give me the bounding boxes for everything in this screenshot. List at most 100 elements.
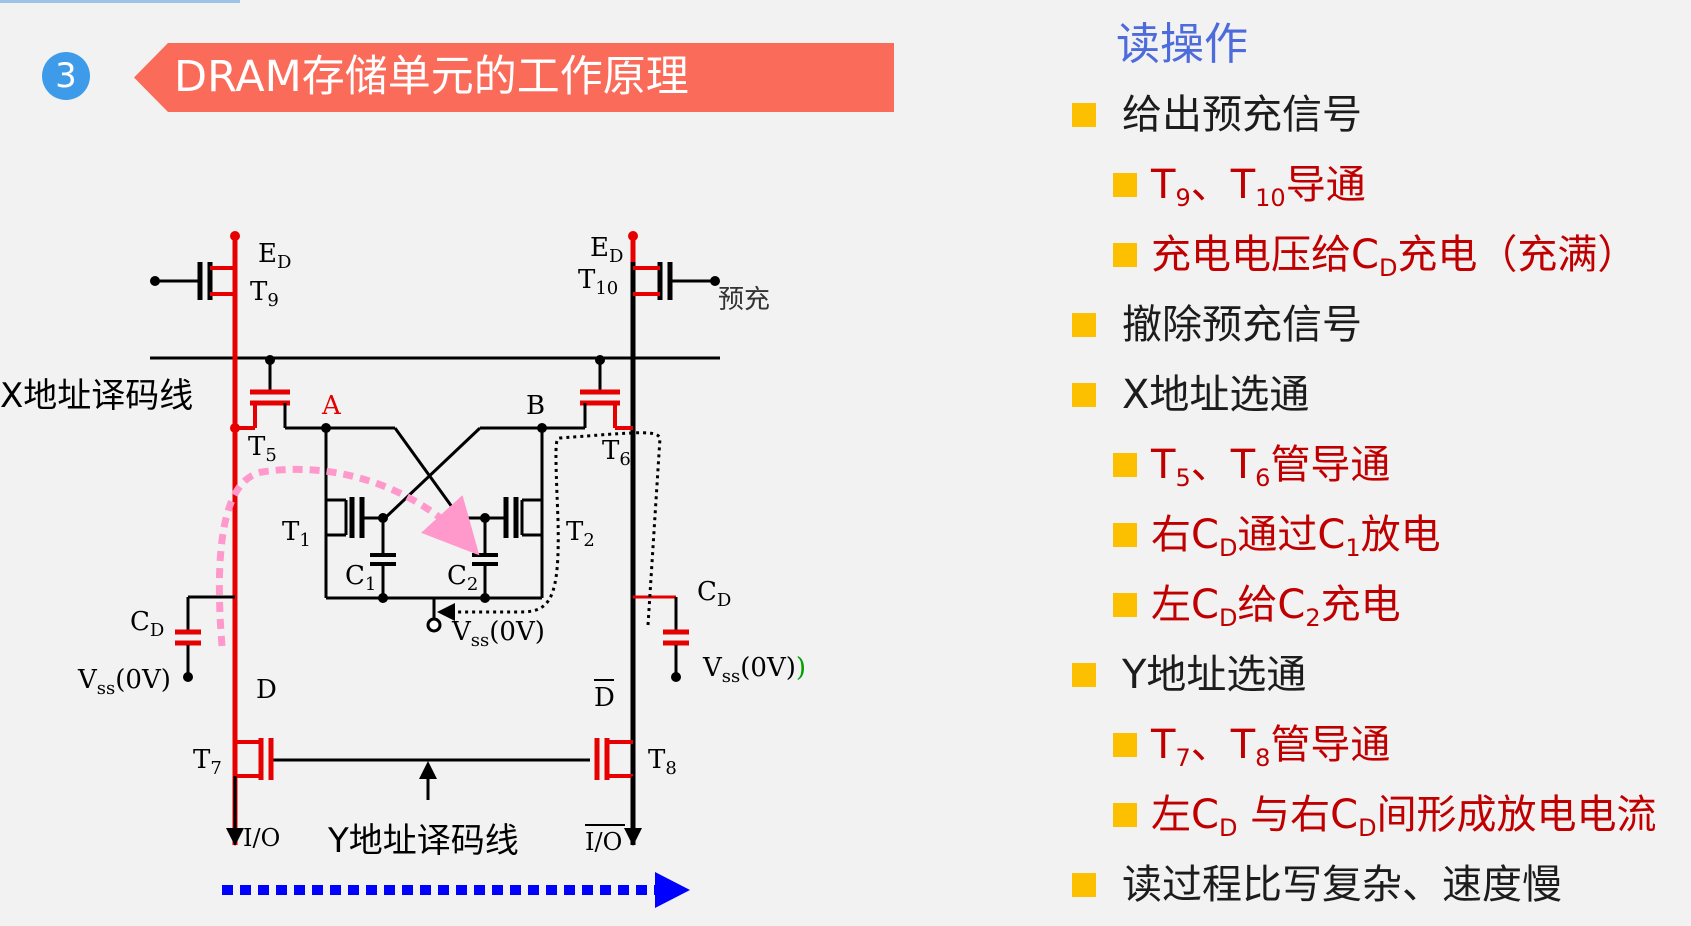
list-item: 充电电压给CD充电（充满）: [1070, 220, 1685, 290]
list-item: X地址选通: [1070, 360, 1685, 430]
square-bullet-icon: [1113, 803, 1137, 827]
label-ed-right: ED: [590, 233, 623, 267]
square-bullet-icon: [1072, 383, 1096, 407]
subscript-text: 2: [1305, 604, 1321, 632]
page-title: DRAM存储单元的工作原理: [174, 52, 689, 102]
item-text: 充电（充满）: [1397, 232, 1638, 278]
square-bullet-icon: [1113, 453, 1137, 477]
item-text: 左C: [1151, 792, 1219, 838]
square-bullet-icon: [1113, 733, 1137, 757]
subscript-text: D: [1358, 814, 1377, 842]
capacitor-cd-left: [175, 595, 235, 682]
label-node-a: A: [321, 391, 342, 421]
ed-node-left: [230, 231, 240, 241]
subscript-text: 10: [1255, 184, 1286, 212]
top-accent-line: [0, 0, 240, 3]
list-item: T9、T10导通: [1070, 150, 1685, 220]
item-text: 放电: [1360, 512, 1441, 558]
label-vss-right: Vss(0V)): [702, 653, 806, 687]
label-io: I/O: [243, 824, 280, 852]
transistor-t6: [580, 355, 633, 430]
label-c1: C1: [345, 561, 376, 595]
item-text: 左C: [1151, 582, 1219, 628]
label-t10: T10: [578, 265, 618, 299]
item-text: Y地址选通: [1122, 652, 1307, 698]
transistor-t7: [235, 738, 274, 780]
read-operation-heading: 读操作: [1116, 19, 1248, 70]
square-bullet-icon: [1072, 103, 1096, 127]
list-item: 左CD 与右CD间形成放电电流: [1070, 780, 1685, 850]
transistor-t8: [594, 738, 633, 780]
square-bullet-icon: [1072, 663, 1096, 687]
square-bullet-icon: [1072, 873, 1096, 897]
item-text: 充电: [1320, 582, 1401, 628]
subscript-text: D: [1218, 814, 1238, 842]
label-precharge: 预充: [718, 285, 770, 315]
label-node-d: D: [256, 675, 277, 705]
title-banner: DRAM存储单元的工作原理: [134, 43, 894, 112]
label-cd-left: CD: [130, 607, 164, 641]
item-text: 、T: [1190, 442, 1256, 488]
list-item: 左CD给C2充电: [1070, 570, 1685, 640]
square-bullet-icon: [1113, 243, 1137, 267]
list-item: Y地址选通: [1070, 640, 1685, 710]
transistor-t1: [324, 428, 388, 598]
list-item: T7、T8管导通: [1070, 710, 1685, 780]
item-text: X地址选通: [1122, 372, 1310, 418]
label-node-b: B: [526, 391, 545, 421]
capacitor-cd-right: [633, 595, 689, 682]
dram-cell-circuit-diagram: ED T9 ED T10 预充 X地址译码线 A B T5 T6 T1 T2 C…: [0, 231, 806, 908]
item-text: T: [1151, 162, 1176, 208]
transistor-t10: [633, 262, 720, 300]
square-bullet-icon: [1113, 523, 1137, 547]
square-bullet-icon: [1113, 173, 1137, 197]
item-text: 管导通: [1270, 722, 1391, 768]
list-item: 撤除预充信号: [1070, 290, 1685, 360]
item-text: 撤除预充信号: [1122, 302, 1362, 348]
transistor-t2: [480, 428, 544, 598]
item-text: 给C: [1237, 582, 1306, 628]
label-vss-left: Vss(0V): [77, 665, 171, 699]
label-cd-right: CD: [697, 577, 731, 611]
label-t8: T8: [648, 745, 677, 779]
subscript-text: 5: [1175, 464, 1191, 492]
item-text: T: [1151, 722, 1176, 768]
label-vss-center: Vss(0V): [451, 617, 545, 651]
capacitor-c1: [370, 518, 396, 603]
item-text: T: [1151, 442, 1176, 488]
list-item: 读过程比写复杂、速度慢: [1070, 850, 1685, 920]
item-text: 间形成放电电流: [1376, 792, 1657, 838]
item-text: 通过C: [1237, 512, 1346, 558]
item-text: 读过程比写复杂、速度慢: [1122, 862, 1562, 908]
charge-path-pink-arrow: [215, 465, 480, 647]
label-c2: C2: [447, 561, 478, 595]
label-ed-left: ED: [258, 239, 291, 273]
label-t1: T1: [282, 517, 311, 551]
item-text: 、T: [1190, 722, 1256, 768]
label-t9: T9: [250, 277, 279, 311]
subscript-text: 6: [1255, 464, 1271, 492]
section-number-badge: 3: [42, 52, 90, 100]
item-text: 右C: [1151, 512, 1219, 558]
discharge-path-dotted-arrow: [437, 431, 662, 626]
subscript-text: 8: [1255, 744, 1271, 772]
item-text: 、T: [1190, 162, 1256, 208]
subscript-text: D: [1378, 254, 1398, 282]
item-text: 与右C: [1237, 792, 1359, 838]
label-node-dbar: D: [594, 683, 615, 713]
transistor-t9: [150, 262, 235, 300]
list-item: 右CD通过C1放电: [1070, 500, 1685, 570]
item-text: 管导通: [1270, 442, 1391, 488]
subscript-text: 1: [1345, 534, 1361, 562]
subscript-text: D: [1218, 604, 1238, 632]
square-bullet-icon: [1113, 593, 1137, 617]
label-t5: T5: [248, 432, 277, 466]
label-io-bar: I/O: [585, 828, 622, 856]
label-y-address-line: Y地址译码线: [327, 821, 519, 861]
label-t2: T2: [566, 517, 595, 551]
item-text: 给出预充信号: [1122, 92, 1362, 138]
subscript-text: 7: [1175, 744, 1191, 772]
list-item: 给出预充信号: [1070, 80, 1685, 150]
item-text: 充电电压给C: [1151, 232, 1379, 278]
